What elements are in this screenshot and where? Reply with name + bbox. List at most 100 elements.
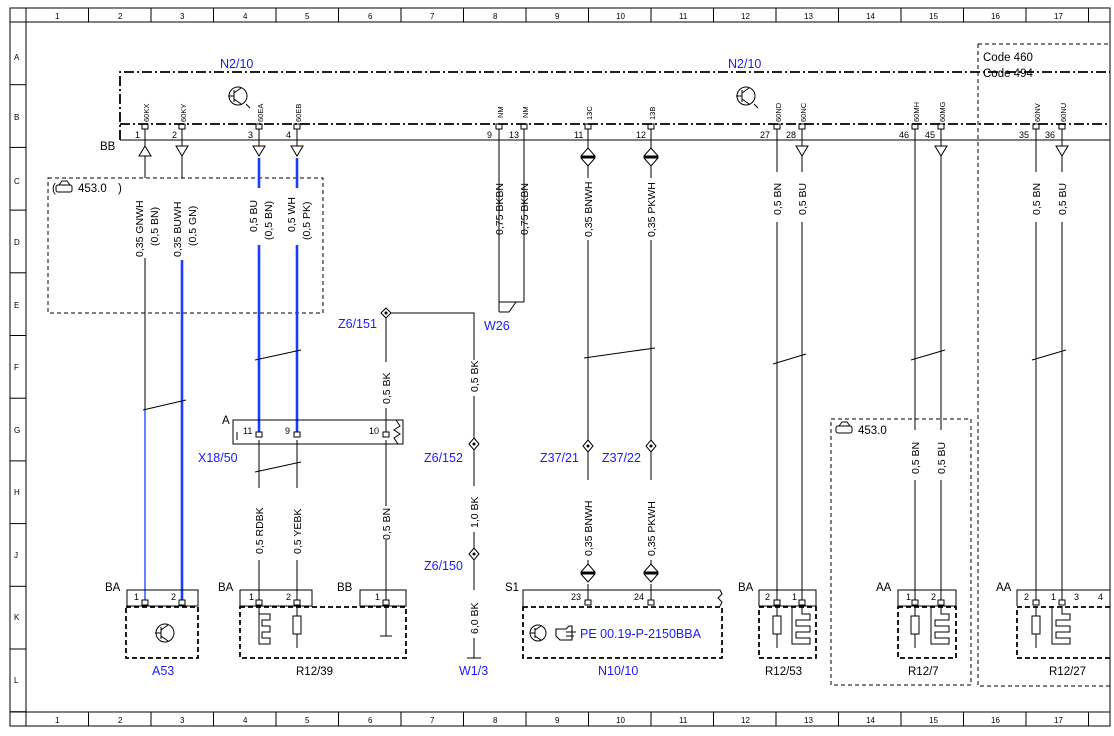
pin-number: 2 (765, 592, 770, 602)
splice-point-icon (380, 307, 392, 319)
column-labels-bottom: 1 2 3 4 5 6 7 8 9 10 11 12 13 14 15 16 1… (55, 716, 1063, 725)
splice-z6-151: Z6/151 (338, 317, 377, 331)
svg-text:60EB: 60EB (294, 104, 303, 122)
svg-text:9: 9 (487, 130, 492, 140)
pin-number: 1 (906, 592, 911, 602)
col-label: 9 (555, 12, 560, 21)
pin-terminal: 2 60KY (172, 104, 188, 140)
col-label: 7 (430, 12, 435, 21)
pin-number: 24 (634, 592, 644, 602)
connector-label: AA (876, 582, 892, 594)
row-label: A (14, 53, 20, 62)
col-label: 11 (679, 12, 688, 21)
svg-text:46: 46 (899, 130, 909, 140)
wire-label: 0,5 BN (381, 508, 393, 540)
wire-label: 0,35 PKWH (646, 182, 658, 237)
svg-text:60NU: 60NU (1059, 103, 1068, 122)
svg-text:1: 1 (135, 130, 140, 140)
svg-text:35: 35 (1019, 130, 1029, 140)
svg-text:45: 45 (925, 130, 935, 140)
svg-text:12: 12 (636, 130, 646, 140)
wire-label: (0,5 GN) (187, 206, 199, 246)
wire-label: (0,5 BN) (149, 207, 161, 246)
component-label: R12/7 (908, 666, 939, 678)
wire-label: (0,5 PK) (301, 201, 313, 240)
col-label: 3 (180, 716, 185, 725)
pin-number: 2 (931, 592, 936, 602)
col-label: 12 (741, 716, 750, 725)
wire-label: 0,5 RDBK (254, 507, 266, 554)
svg-text:60EA: 60EA (256, 104, 265, 122)
svg-text:13C: 13C (585, 106, 594, 120)
splice-point-icon (468, 547, 480, 561)
transistor-icon (155, 623, 175, 643)
svg-text:2: 2 (172, 130, 177, 140)
pin-terminal: 11 13C (574, 106, 594, 140)
signal-arrows (138, 145, 1069, 167)
transistor-icon (529, 624, 547, 642)
connector-label: BB (337, 582, 353, 594)
svg-text:11: 11 (574, 130, 583, 140)
pin-number: 2 (1024, 592, 1029, 602)
row-label: L (14, 676, 19, 685)
component-r12-39: BA 1 2 BB 1 R12/39 (218, 582, 407, 678)
row-label: B (14, 113, 19, 122)
col-label: 1 (55, 716, 60, 725)
col-label: 5 (305, 716, 310, 725)
component-label: A53 (152, 664, 174, 678)
grid-frame (9, 7, 1111, 727)
connector-label: BA (105, 582, 121, 594)
col-label: 4 (243, 716, 248, 725)
col-label: 4 (243, 12, 248, 21)
reference-link[interactable]: PE 00.19-P-2150BBA (580, 627, 702, 641)
col-label: 7 (430, 716, 435, 725)
col-label: 14 (866, 12, 875, 21)
row-label: J (14, 551, 18, 560)
svg-text:NM: NM (496, 106, 505, 118)
col-label: 6 (368, 716, 373, 725)
variant-box-right: 453.0 (830, 418, 972, 686)
car-icon (55, 180, 73, 193)
wire-label: 0,75 BKBN (494, 183, 506, 235)
col-label: 17 (1054, 12, 1063, 21)
col-label: 10 (616, 716, 625, 725)
col-label: 1 (55, 12, 60, 21)
wire-label: 6,0 BK (469, 602, 481, 634)
wire-label: 0,35 GNWH (134, 200, 146, 257)
svg-text:13: 13 (509, 130, 519, 140)
col-label: 8 (493, 12, 498, 21)
svg-text:60MG: 60MG (938, 101, 947, 122)
svg-text:13B: 13B (648, 107, 657, 120)
connector-label: BA (738, 582, 754, 594)
col-label: 2 (118, 12, 123, 21)
car-icon (835, 421, 853, 434)
col-label: 9 (555, 716, 560, 725)
pin-number: 3 (1074, 592, 1079, 602)
connector-bb: BB (100, 141, 116, 153)
svg-text:60NV: 60NV (1033, 103, 1042, 122)
code-460-label: Code 460 (983, 52, 1033, 64)
splice-z37-22: Z37/22 (602, 451, 641, 465)
wire-label: 0,5 BU (1057, 183, 1069, 215)
col-label: 2 (118, 716, 123, 725)
pin-number: 2 (286, 592, 291, 602)
row-labels: A B C D E F G H J K L (14, 53, 20, 685)
wire-label: 0,35 BUWH (172, 202, 184, 257)
wire-label: 0,5 BN (1031, 183, 1043, 215)
splices: W26 Z6/151 Z6/152 Z6/150 Z37/21 Z37/22 (338, 307, 660, 583)
col-label: 3 (180, 12, 185, 21)
component-n10-10: S1 23 24 PE 00.19-P-2150BBA N10/10 (505, 582, 723, 678)
component-label: R12/53 (765, 666, 802, 678)
bottom-components: BA 1 2 A53 BA 1 2 BB (105, 582, 1110, 678)
wire-label: 1,0 BK (469, 496, 481, 528)
svg-text:28: 28 (786, 130, 796, 140)
wire-label: 0,35 BNWH (583, 501, 595, 556)
col-label: 15 (929, 716, 938, 725)
pin-number: 1 (375, 592, 380, 602)
splice-point-icon (468, 437, 480, 451)
wire-labels-mid: 0,5 BK 0,5 BK 1,0 BK 6,0 BK 0,5 BN 0,5 R… (254, 360, 948, 634)
connector-label: BA (218, 582, 234, 594)
connector-label: A (222, 415, 230, 427)
n2-10-control-unit: N2/10 N2/10 BB (100, 57, 1110, 153)
svg-text:3: 3 (248, 130, 253, 140)
